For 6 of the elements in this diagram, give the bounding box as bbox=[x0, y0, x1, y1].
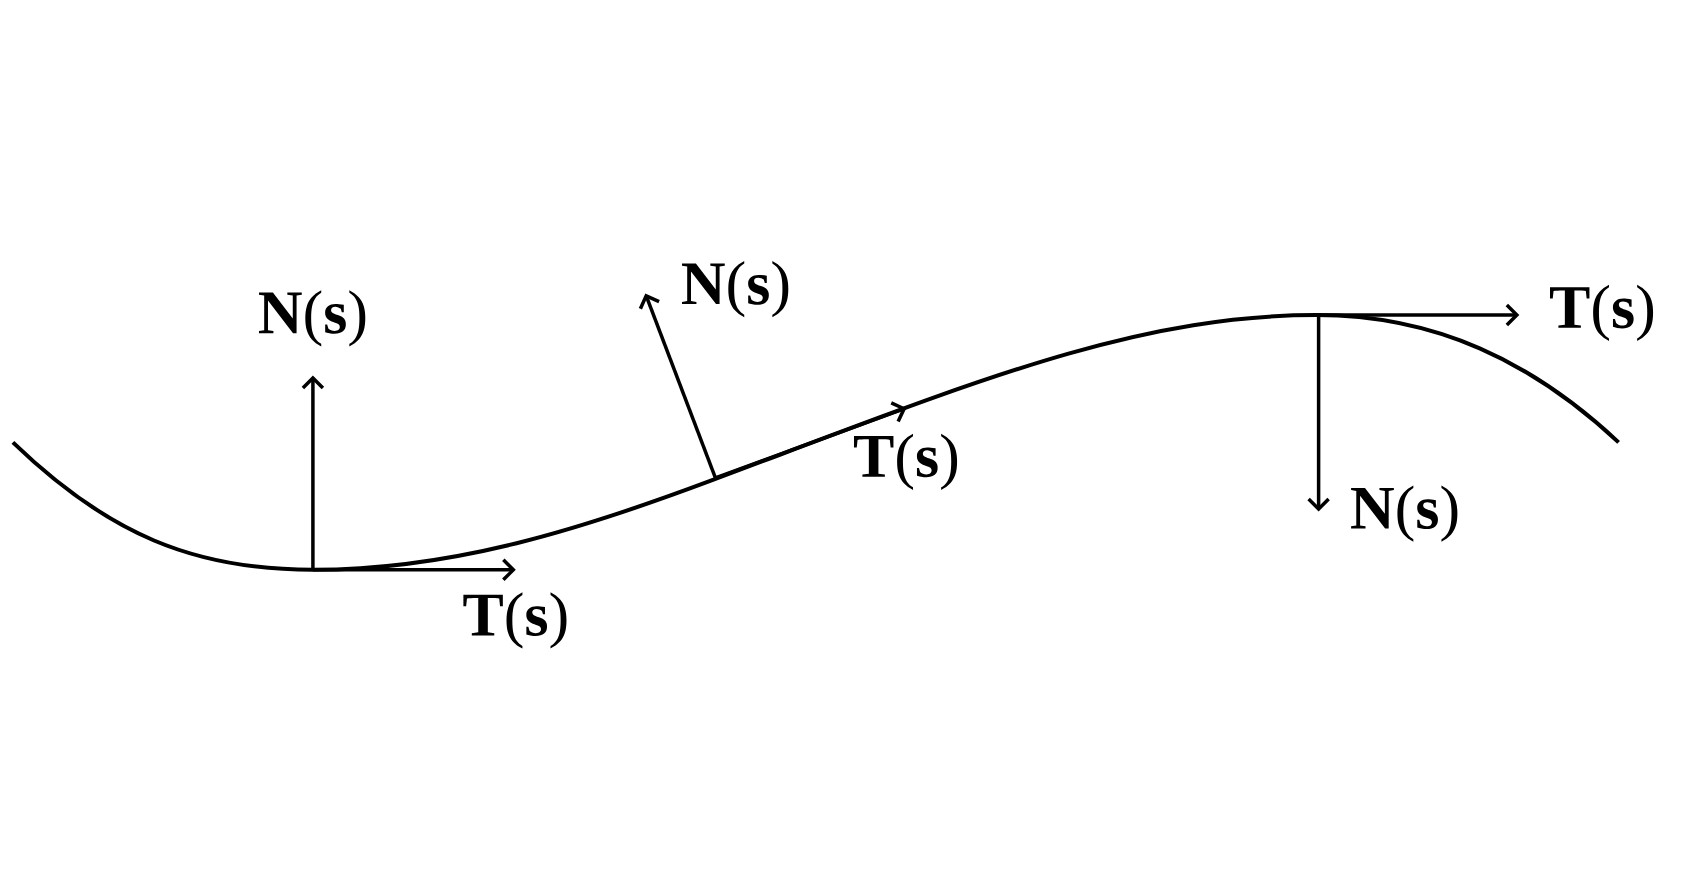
vector-label: N(s) bbox=[682, 261, 789, 318]
vector-label: T(s) bbox=[854, 433, 958, 490]
vector-label: N(s) bbox=[259, 290, 366, 347]
vector-label: T(s) bbox=[463, 592, 567, 649]
vector-label: N(s) bbox=[1351, 485, 1458, 542]
vector-label: T(s) bbox=[1550, 284, 1654, 341]
